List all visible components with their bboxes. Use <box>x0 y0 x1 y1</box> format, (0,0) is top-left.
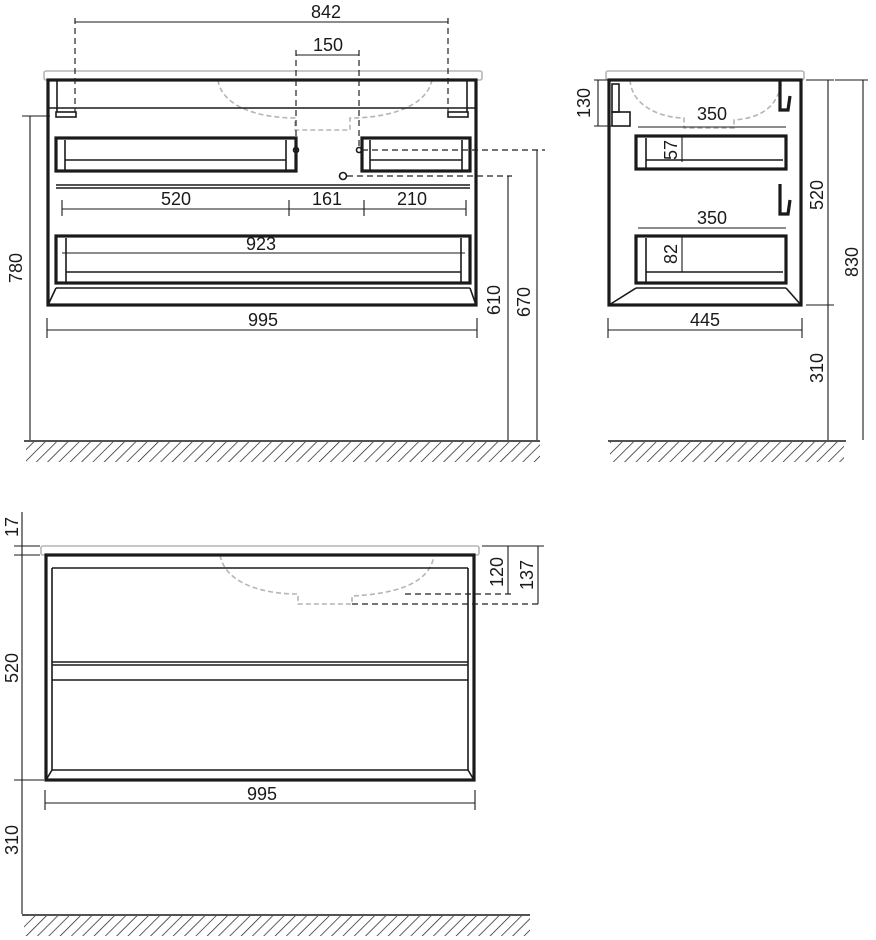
dim-670: 670 <box>514 287 534 317</box>
elev-basin-outline <box>219 554 435 605</box>
elev-cabinet-body <box>44 553 476 782</box>
front-floor-hatch <box>26 442 540 462</box>
dim-150: 150 <box>313 35 343 55</box>
dim-995-elev: 995 <box>247 784 277 804</box>
dim-923: 923 <box>246 234 276 254</box>
dim-82: 82 <box>661 244 681 264</box>
side-cabinet-body <box>607 78 803 307</box>
dim-830: 830 <box>842 247 862 277</box>
front-cabinet-body <box>46 78 478 307</box>
dim-520-elev: 520 <box>2 653 22 683</box>
front-basin-outline <box>217 79 433 131</box>
dim-350-top: 350 <box>697 104 727 124</box>
dim-210: 210 <box>397 189 427 209</box>
dim-995-front: 995 <box>248 310 278 330</box>
front-bottom-drawer <box>54 234 472 285</box>
dim-137: 137 <box>517 560 537 590</box>
dim-310-side: 310 <box>807 353 827 383</box>
dim-310-elev: 310 <box>2 825 22 855</box>
side-view: 130 350 57 350 82 520 830 310 445 <box>574 70 868 462</box>
side-basin-outline <box>629 79 783 129</box>
dim-350-bottom: 350 <box>697 208 727 228</box>
dim-520-side: 520 <box>807 180 827 210</box>
dim-57: 57 <box>661 140 681 160</box>
dim-610: 610 <box>484 285 504 315</box>
dim-842: 842 <box>311 2 341 22</box>
dim-130: 130 <box>574 88 594 118</box>
dim-17: 17 <box>2 517 22 537</box>
elev-floor-hatch <box>24 916 530 936</box>
dim-161: 161 <box>312 189 342 209</box>
elevation-view: 17 520 310 120 137 995 <box>2 512 544 936</box>
side-floor-hatch <box>610 442 844 462</box>
dim-520-front: 520 <box>161 189 191 209</box>
side-bottom-drawer <box>634 234 788 285</box>
front-top-drawer-right <box>360 136 472 173</box>
dim-120: 120 <box>487 557 507 587</box>
dim-780: 780 <box>6 253 26 283</box>
front-view: 842 150 520 161 210 923 995 780 610 <box>6 2 545 462</box>
side-top-drawer <box>634 134 788 171</box>
dim-445: 445 <box>690 310 720 330</box>
front-top-drawer-left <box>54 136 298 173</box>
